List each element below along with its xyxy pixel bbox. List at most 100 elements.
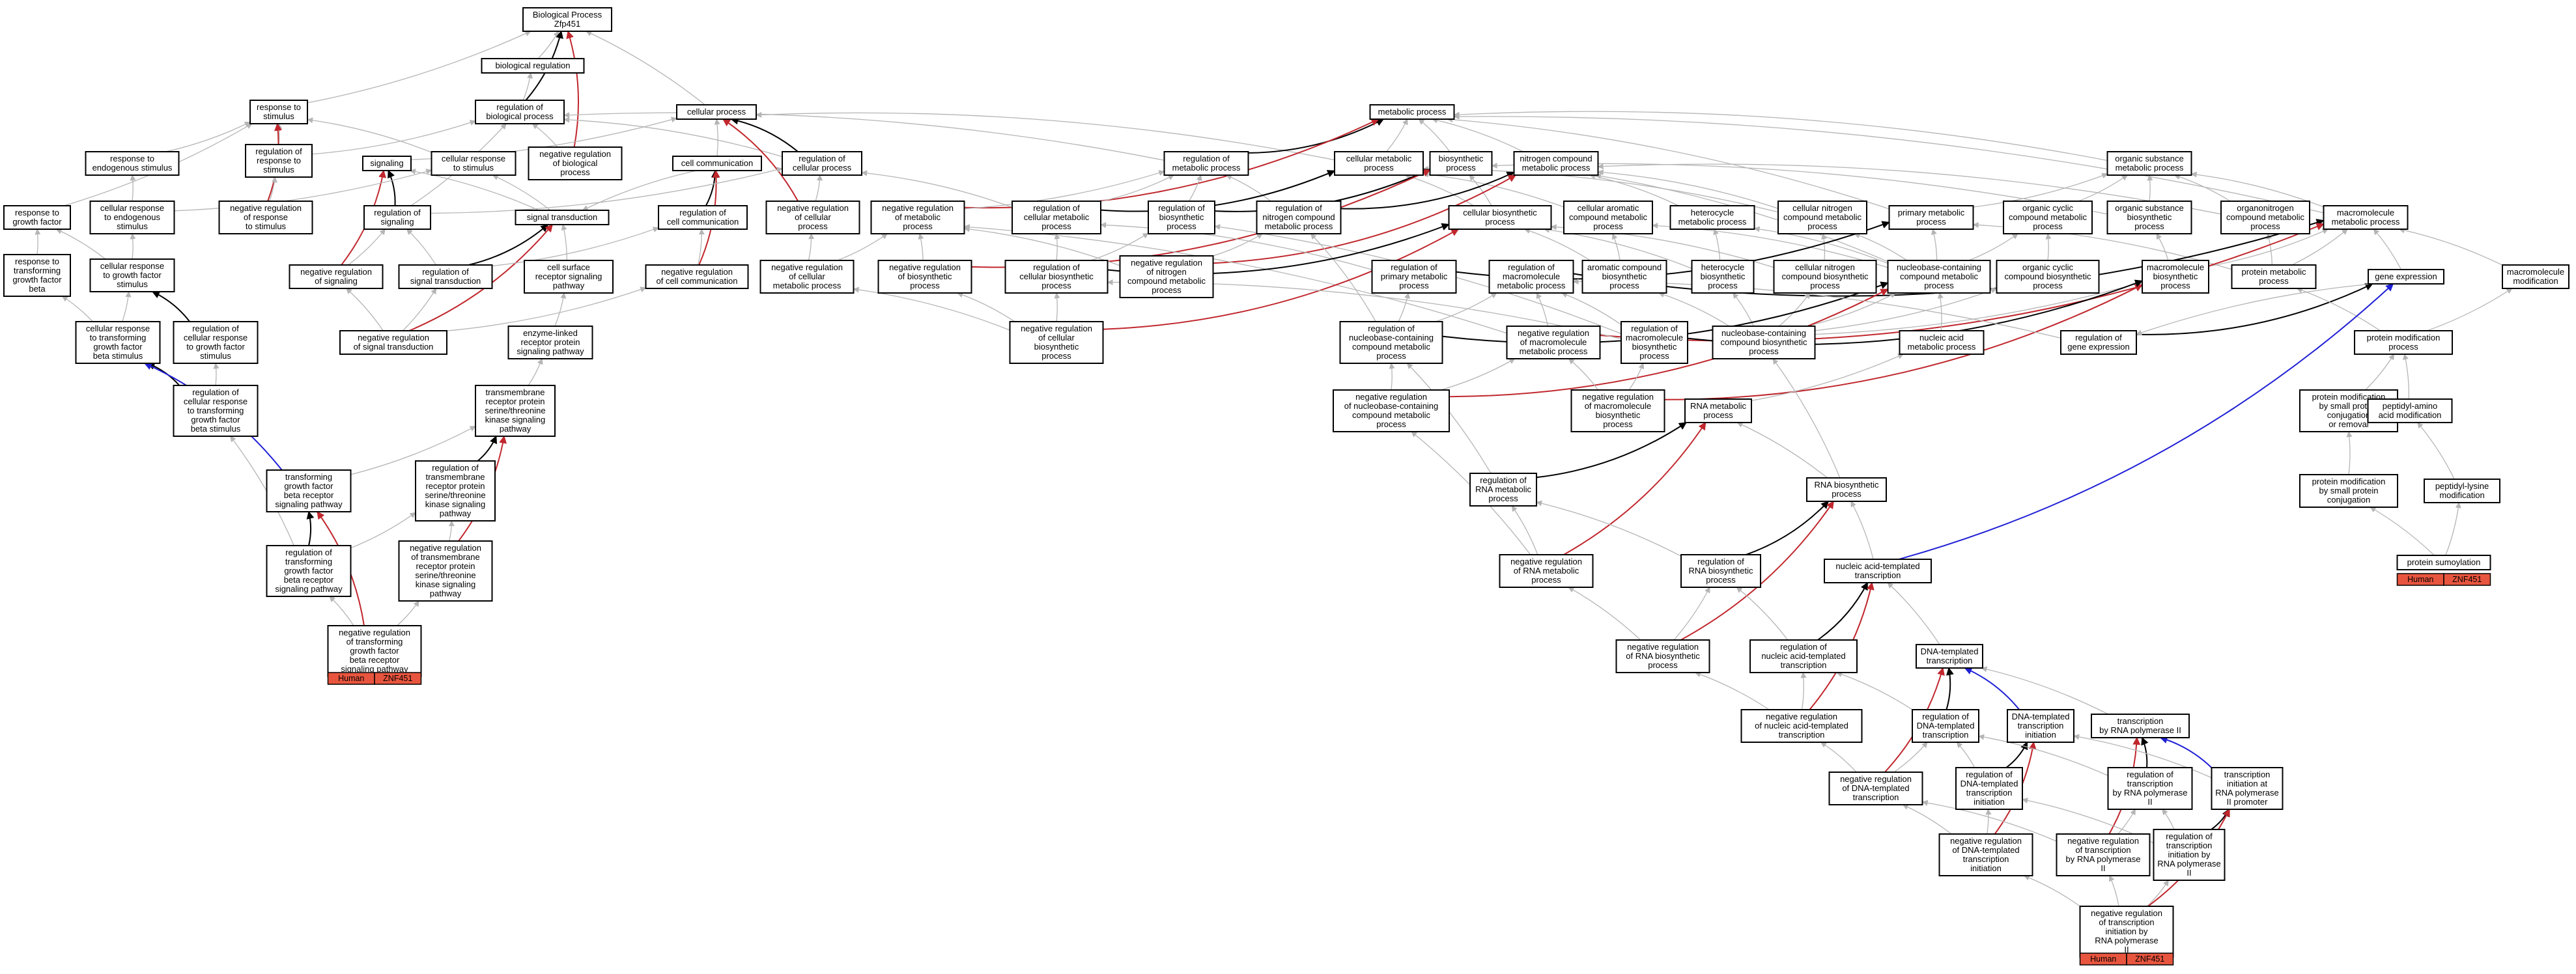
go-term-node[interactable]: protein sumoylation <box>2396 555 2491 570</box>
go-term-node[interactable]: cellular process <box>676 104 757 120</box>
go-term-node[interactable]: regulation ofmacromoleculebiosyntheticpr… <box>1621 321 1688 364</box>
go-term-node[interactable]: biological regulation <box>481 58 585 74</box>
go-term-node[interactable]: metabolic process <box>1369 104 1455 120</box>
go-term-node[interactable]: gene expression <box>2368 269 2444 285</box>
go-term-node[interactable]: regulation ofDNA-templatedtranscriptioni… <box>1955 767 2023 810</box>
go-term-node[interactable]: signal transduction <box>515 210 610 225</box>
go-term-node[interactable]: regulation ofnucleobase-containingcompou… <box>1339 321 1443 364</box>
go-term-node[interactable]: cell communication <box>672 156 762 171</box>
go-term-node[interactable]: signaling <box>362 156 412 171</box>
